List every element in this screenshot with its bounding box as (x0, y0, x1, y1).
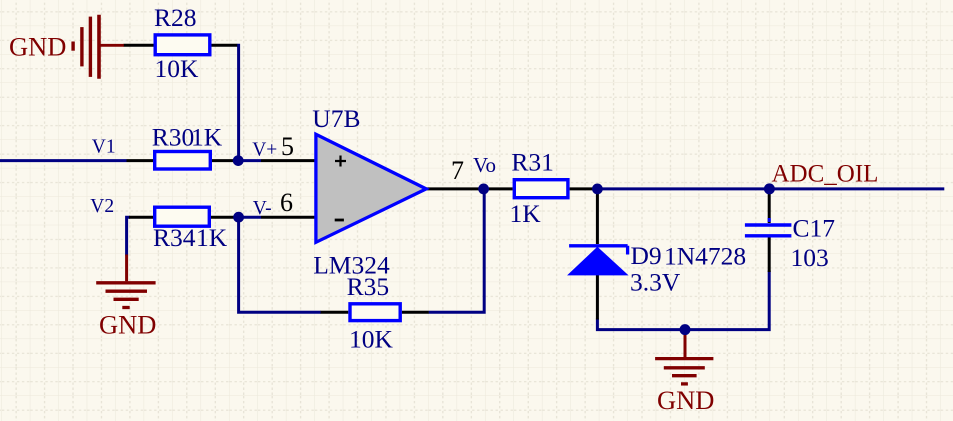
svg-text:V+: V+ (252, 140, 277, 161)
svg-text:GND: GND (657, 385, 714, 415)
svg-text:5: 5 (281, 132, 294, 161)
svg-text:C17: C17 (793, 214, 836, 243)
svg-text:1K: 1K (191, 123, 223, 152)
svg-text:ADC_OIL: ADC_OIL (772, 160, 879, 187)
svg-text:10K: 10K (155, 54, 200, 83)
svg-text:R30: R30 (152, 123, 195, 152)
svg-text:V1: V1 (92, 136, 116, 157)
svg-text:1K: 1K (196, 223, 228, 252)
svg-text:1K: 1K (510, 199, 542, 228)
svg-text:10K: 10K (349, 325, 394, 354)
svg-text:3.3V: 3.3V (630, 268, 681, 297)
svg-text:V-: V- (253, 198, 272, 219)
svg-text:GND: GND (9, 32, 66, 62)
svg-text:7: 7 (451, 156, 464, 185)
svg-text:1N4728: 1N4728 (664, 242, 746, 271)
svg-text:R31: R31 (511, 148, 554, 177)
svg-text:GND: GND (99, 310, 156, 340)
svg-text:Vo: Vo (473, 153, 496, 177)
svg-text:103: 103 (791, 243, 829, 272)
svg-text:U7B: U7B (312, 104, 360, 133)
svg-text:V2: V2 (90, 196, 114, 217)
svg-text:D9: D9 (631, 241, 662, 270)
svg-text:6: 6 (280, 188, 293, 217)
svg-text:R28: R28 (154, 3, 197, 32)
svg-text:R35: R35 (347, 272, 390, 301)
svg-text:R34: R34 (153, 223, 196, 252)
svg-text:LM324: LM324 (313, 251, 390, 280)
